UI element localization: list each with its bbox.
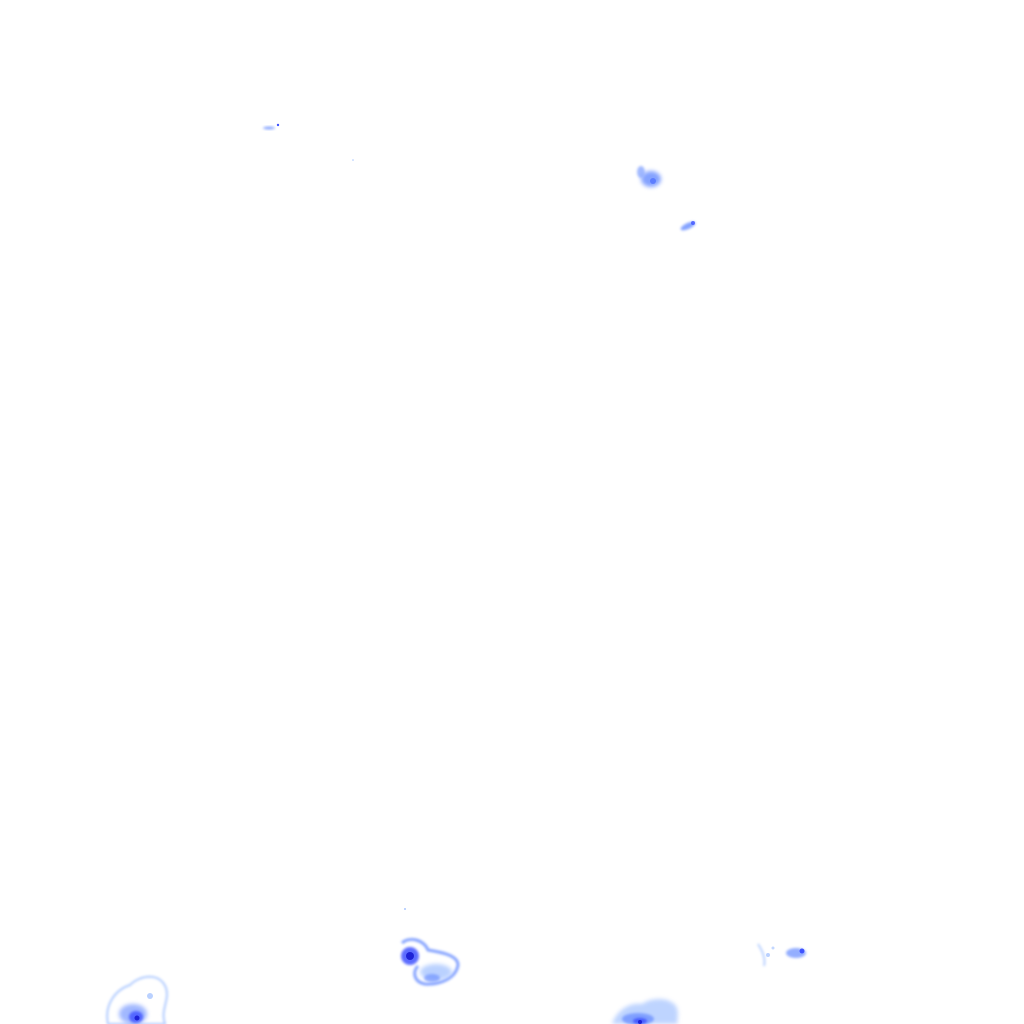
echo-cell-top-left bbox=[263, 123, 354, 161]
echo-cell-bottom-right bbox=[757, 943, 806, 967]
echo-cell-top-center-small bbox=[680, 221, 696, 231]
echo-cell-bottom-left bbox=[106, 975, 168, 1024]
echo-cell-bottom-center-left bbox=[401, 908, 460, 986]
echo-cell-top-center bbox=[637, 166, 661, 187]
echo-cell-bottom-center bbox=[612, 999, 678, 1024]
